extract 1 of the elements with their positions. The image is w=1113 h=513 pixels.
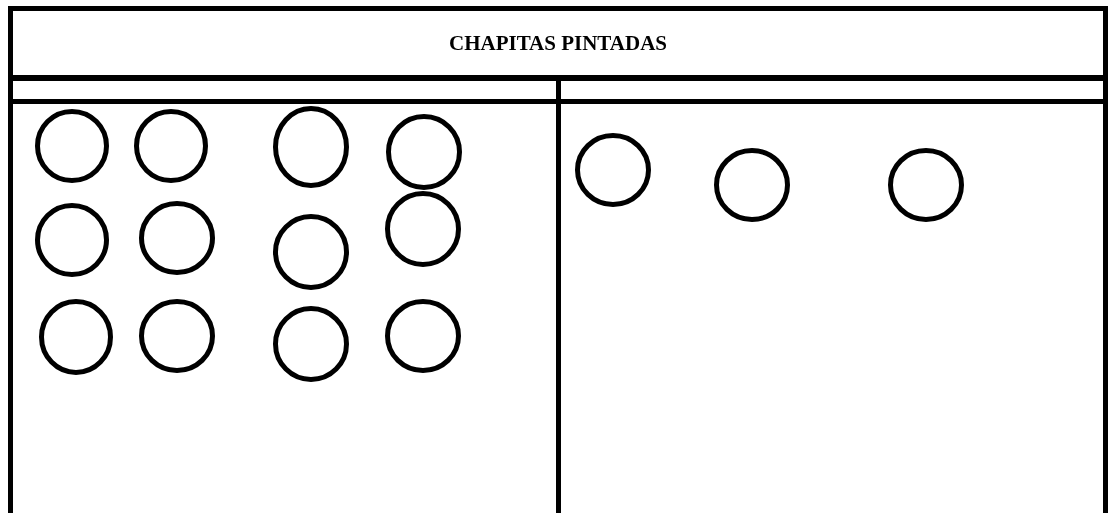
title-text: CHAPITAS PINTADAS (449, 30, 667, 56)
